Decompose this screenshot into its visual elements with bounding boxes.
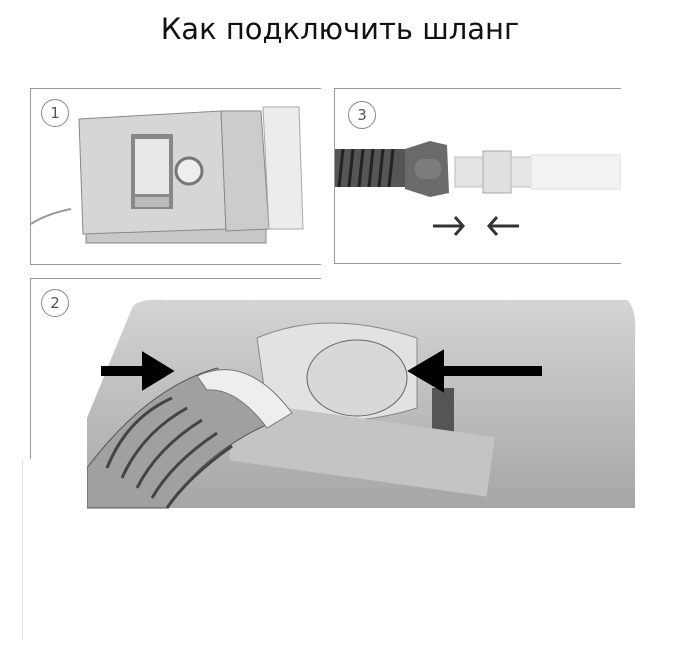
step-number: 1 — [41, 99, 69, 127]
arrow-right-icon — [433, 216, 466, 236]
cpap-device-illustration — [31, 106, 304, 244]
divider — [22, 460, 23, 640]
arrow-left-icon — [407, 349, 542, 393]
page-title: Как подключить шланг — [160, 12, 520, 46]
hose-connector-illustration — [335, 141, 621, 236]
arrow-left-icon — [486, 216, 519, 236]
step-3-panel: 3 — [334, 88, 621, 264]
step-number: 3 — [348, 101, 376, 129]
step-1-panel: 1 — [30, 88, 321, 265]
hose-attachment-photo — [87, 299, 636, 509]
step-2-panel: 2 — [30, 278, 321, 459]
arrow-right-icon — [101, 351, 175, 391]
step-number: 2 — [41, 289, 69, 317]
